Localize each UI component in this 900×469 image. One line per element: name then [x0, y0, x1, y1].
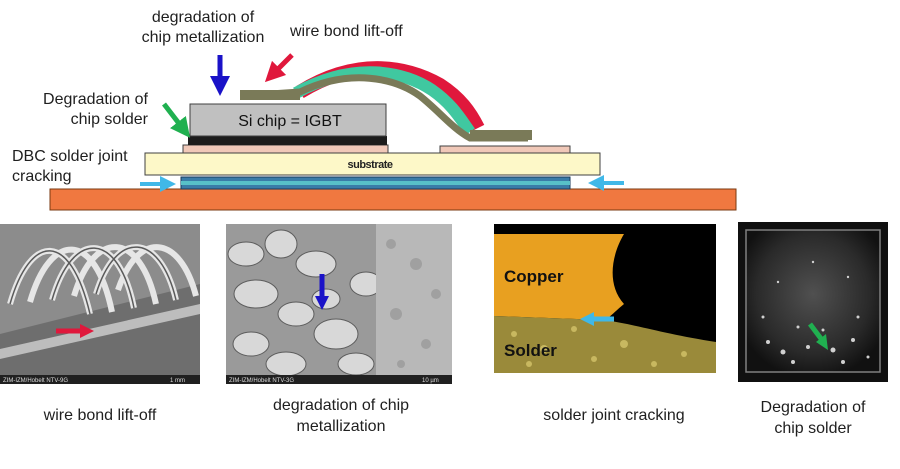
photo1-scale: 1 mm	[170, 378, 185, 384]
photo2-scale: 10 µm	[422, 378, 439, 384]
photo3-solder-label: Solder	[504, 341, 557, 360]
copper-pad-right	[439, 145, 571, 154]
copper-pad-left	[182, 144, 389, 154]
label-chip-solder-line2: chip solder	[70, 111, 148, 128]
photo1-footer: ZIM-IZM/Hobelt NTV-9G	[3, 378, 68, 384]
substrate-label: substrate	[347, 159, 392, 171]
caption-chip-metallization: degradation of chip metallization	[236, 395, 446, 437]
photo-solder-joint-cracking: Copper Solder	[494, 224, 716, 373]
chip-label: Si chip = IGBT	[238, 113, 342, 130]
label-chip-solder-line1: Degradation of	[43, 91, 148, 108]
caption-wire-bond-lift-off: wire bond lift-off	[43, 407, 157, 424]
arrow-wire-bond	[264, 53, 294, 83]
wire-foot-right	[470, 130, 532, 140]
label-dbc-solder-line2: cracking	[12, 168, 72, 185]
caption-chip-solder: Degradation of chip solder	[738, 397, 888, 439]
caption-chip-solder-line1: Degradation of	[760, 399, 866, 416]
label-chip-metallization-line2: chip metallization	[141, 29, 265, 46]
photo-chip-metallization: ZIM-IZM/Hobelt NTV-3G 10 µm	[226, 224, 452, 384]
label-chip-solder: Degradation of chip solder	[14, 90, 148, 130]
caption-chip-solder-line2: chip solder	[774, 420, 852, 437]
label-wire-bond-lift-off: wire bond lift-off	[290, 23, 403, 40]
wire-foot-left	[240, 90, 300, 100]
baseplate	[49, 188, 737, 211]
caption-chip-metallization-line2: metallization	[296, 418, 386, 435]
label-chip-metallization: degradation of chip metallization	[128, 8, 278, 48]
wire-bond-gray	[241, 74, 528, 142]
photo-wire-bond-lift-off: ZIM-IZM/Hobelt NTV-9G 1 mm	[0, 224, 200, 384]
label-dbc-solder-line1: DBC solder joint	[12, 148, 128, 165]
photo-chip-solder	[738, 222, 888, 382]
caption-solder-joint-cracking: solder joint cracking	[543, 407, 685, 424]
caption-chip-metallization-line1: degradation of chip	[272, 397, 410, 414]
arrow-chip-solder	[162, 102, 191, 138]
photo2-footer: ZIM-IZM/Hobelt NTV-3G	[229, 378, 294, 384]
label-dbc-solder: DBC solder joint cracking	[12, 147, 128, 187]
label-chip-metallization-line1: degradation of	[151, 9, 255, 26]
si-chip	[189, 103, 387, 137]
chip-solder-layer	[188, 136, 387, 145]
photo3-copper-label: Copper	[504, 267, 564, 286]
